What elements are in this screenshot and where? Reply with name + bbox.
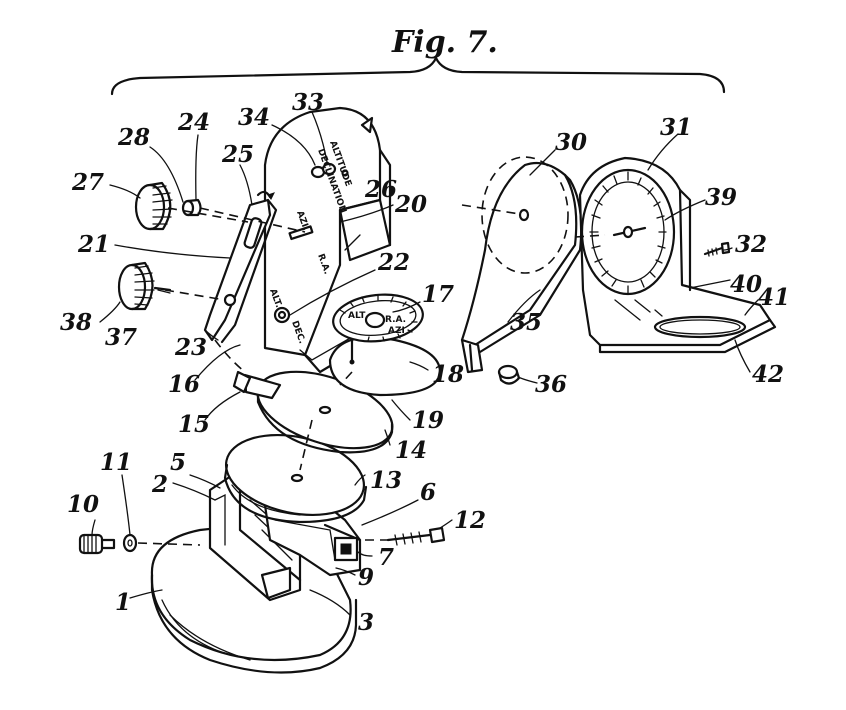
ref-25: 25 <box>221 141 254 168</box>
ref-14: 14 <box>395 437 427 464</box>
pointer-plate-30 <box>460 156 583 374</box>
thumb-screw-10 <box>78 533 116 555</box>
ref-39: 39 <box>705 184 737 211</box>
ref-31: 31 <box>660 114 692 141</box>
ref-6: 6 <box>420 479 436 506</box>
ref-11: 11 <box>100 449 132 476</box>
assembly-lines <box>137 204 606 546</box>
plate-20: ALTITUDE DECLINATION AZI. R.A. ALT. DEC. <box>263 106 392 374</box>
leader-lines <box>91 111 759 616</box>
ref-15: 15 <box>178 411 210 438</box>
ref-32: 32 <box>735 231 767 258</box>
ref-42: 42 <box>752 361 784 388</box>
reference-numerals: 1 2 3 5 6 7 9 10 11 12 13 14 15 16 17 18… <box>60 89 790 636</box>
ref-20: 20 <box>394 191 427 218</box>
dial-17: ALT R.A. AZI <box>328 293 442 397</box>
ref-7: 7 <box>378 544 394 571</box>
ref-5: 5 <box>170 449 186 476</box>
ref-10: 10 <box>67 491 99 518</box>
ref-22: 22 <box>377 249 410 276</box>
ref-23: 23 <box>174 334 207 361</box>
knob-38 <box>117 261 172 311</box>
ref-9: 9 <box>358 564 374 591</box>
ref-40: 40 <box>730 271 762 298</box>
ref-41: 41 <box>758 284 790 311</box>
washer-11 <box>122 533 138 553</box>
ref-30: 30 <box>555 129 587 156</box>
bolt-12 <box>386 526 446 546</box>
ref-36: 36 <box>535 371 567 398</box>
nut-36 <box>497 364 521 385</box>
figure-title: Fig. 7. <box>391 25 498 60</box>
ref-16: 16 <box>168 371 200 398</box>
ref-34: 34 <box>238 104 270 131</box>
ref-12: 12 <box>454 507 486 534</box>
figure-bracket <box>110 56 726 96</box>
ref-3: 3 <box>358 609 374 636</box>
knob-27 <box>134 181 202 231</box>
ref-1: 1 <box>115 589 131 616</box>
ref-38: 38 <box>60 309 92 336</box>
disc-13 <box>223 433 368 524</box>
ref-28: 28 <box>117 124 150 151</box>
dial-label-ra: R.A. <box>385 315 406 325</box>
dial-label-alt: ALT <box>348 311 366 321</box>
clamp-arm-21 <box>203 190 278 344</box>
ref-13: 13 <box>370 467 402 494</box>
ref-18: 18 <box>432 361 464 388</box>
ref-33: 33 <box>292 89 324 116</box>
ref-19: 19 <box>412 407 444 434</box>
dial-label-azi: AZI <box>388 326 405 336</box>
ref-27: 27 <box>71 169 104 196</box>
ref-17: 17 <box>422 281 454 308</box>
ref-24: 24 <box>177 109 210 136</box>
dial-bracket-40 <box>578 156 777 354</box>
screw-32 <box>703 241 731 257</box>
ref-2: 2 <box>151 471 168 498</box>
ref-26: 26 <box>364 176 397 203</box>
ref-35: 35 <box>510 309 542 336</box>
ref-37: 37 <box>105 324 137 351</box>
ref-21: 21 <box>77 231 110 258</box>
